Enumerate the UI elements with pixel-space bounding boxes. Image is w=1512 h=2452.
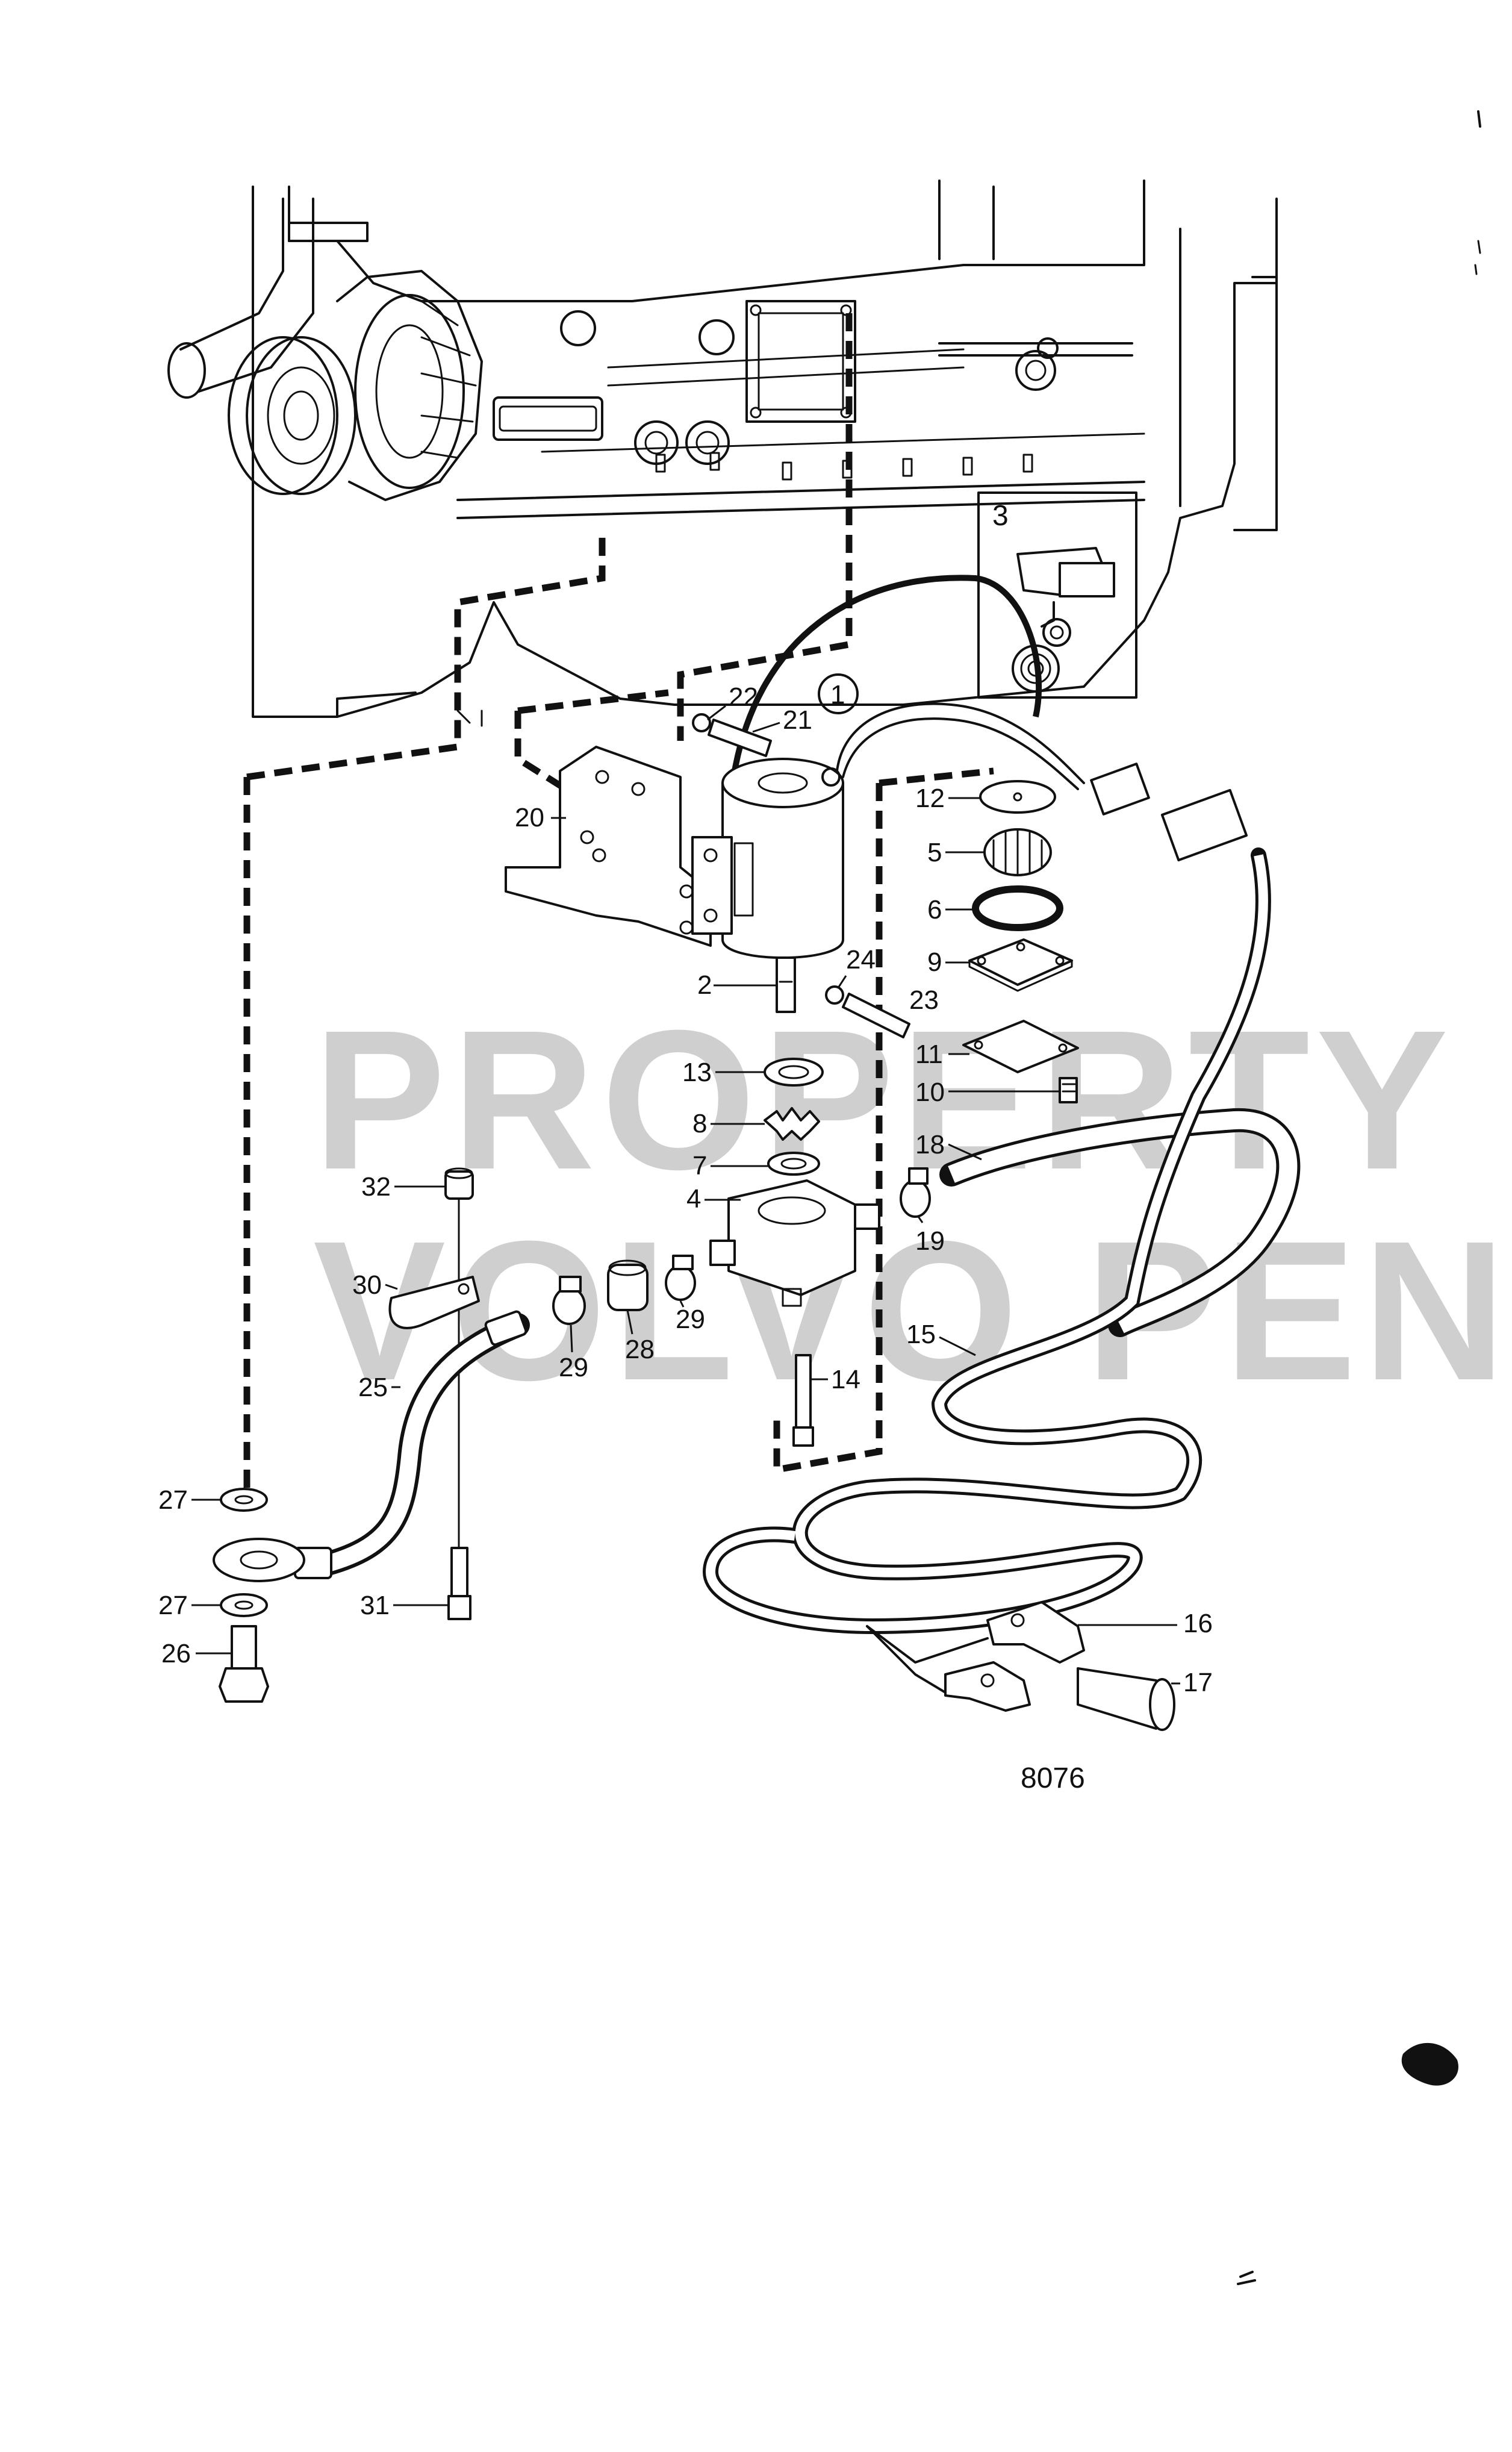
impeller-5 <box>983 828 1052 876</box>
callouts: 2 4 5 6 7 8 9 10 11 12 13 14 <box>158 682 1213 1697</box>
callout-32: 32 <box>361 1172 391 1202</box>
callout-18: 18 <box>915 1130 945 1159</box>
crank-pulley <box>228 336 356 495</box>
wiring-harness-15-inner <box>705 854 1268 1632</box>
callout-29-left: 29 <box>559 1353 588 1382</box>
watermark-line-2: VOLVO PENTA <box>313 1199 1512 1421</box>
inset-label: 3 <box>992 500 1009 532</box>
callout-19: 19 <box>915 1226 945 1256</box>
union-screw-26 <box>219 1625 269 1703</box>
callout-10: 10 <box>915 1078 945 1107</box>
callout-31: 31 <box>360 1591 390 1620</box>
motor-lead-wire <box>836 702 1085 784</box>
callout-4: 4 <box>686 1184 701 1214</box>
water-outlet-elbow <box>167 198 369 399</box>
callout-23: 23 <box>909 985 939 1015</box>
cover-plate-9 <box>968 938 1073 992</box>
mounting-bracket <box>505 746 712 947</box>
callout-27-upper: 27 <box>158 1485 188 1515</box>
hose-clamp-19 <box>900 1167 931 1218</box>
o-ring-6 <box>972 885 1063 931</box>
engine-block <box>167 179 1278 727</box>
hose-25-inner <box>317 1317 521 1574</box>
rubber-cap-17 <box>1077 1667 1175 1731</box>
figure-number: 8076 <box>1021 1762 1085 1794</box>
alternator <box>336 270 483 501</box>
seal-7 <box>767 1152 820 1176</box>
banjo-fitting <box>213 1538 305 1582</box>
callout-15: 15 <box>906 1320 936 1349</box>
watermark: PROPERTY OF VOLVO PENTA <box>313 988 1512 1421</box>
callout-27-lower: 27 <box>158 1591 188 1620</box>
callout-28: 28 <box>625 1335 655 1364</box>
tube-28 <box>607 1259 649 1311</box>
callout-20: 20 <box>515 803 544 832</box>
callout-16: 16 <box>1183 1609 1213 1638</box>
callout-11: 11 <box>915 1040 943 1069</box>
dashed-routing-lines <box>243 313 994 1488</box>
inset-box-brush-kit: 3 <box>977 491 1137 699</box>
cable-terminals-16 <box>866 1601 1085 1712</box>
callout-29-right: 29 <box>676 1305 705 1334</box>
pump-housing-4 <box>709 1179 880 1307</box>
hose-clamp-29-right <box>665 1255 696 1301</box>
washer-12 <box>979 780 1056 814</box>
callout-5: 5 <box>927 838 942 867</box>
callout-24: 24 <box>846 945 876 975</box>
callout-17: 17 <box>1183 1668 1213 1697</box>
gasket-11 <box>962 1020 1079 1073</box>
pump-motor <box>691 758 844 1013</box>
solid-routing-loop <box>732 575 1042 772</box>
lock-ring-8 <box>764 1107 820 1141</box>
sealing-washer-27-lower <box>220 1593 268 1617</box>
circled-reference-1: 1 <box>818 673 859 714</box>
manifold-studs <box>655 452 1033 481</box>
callout-21: 21 <box>783 705 812 735</box>
hose-18-inner <box>948 1111 1298 1334</box>
screw-14 <box>792 1354 814 1447</box>
plug-connectors <box>1090 763 1248 862</box>
hose-clamp-29-left <box>552 1276 586 1325</box>
callout-6: 6 <box>927 895 942 925</box>
callout-14: 14 <box>831 1365 860 1394</box>
callout-30: 30 <box>352 1270 382 1300</box>
seal-13 <box>764 1058 824 1087</box>
callout-13: 13 <box>682 1058 712 1087</box>
screw-31 <box>447 1547 471 1620</box>
circled-label: 1 <box>830 680 845 710</box>
sealing-washer-27-upper <box>220 1488 268 1512</box>
bolt-21-and-washer-22 <box>692 713 772 757</box>
scan-artifacts <box>1237 110 1481 2285</box>
callout-26: 26 <box>161 1639 191 1668</box>
callout-7: 7 <box>692 1151 707 1181</box>
screw-10 <box>1059 1077 1078 1103</box>
callout-25: 25 <box>358 1373 388 1402</box>
callout-2: 2 <box>697 970 712 1000</box>
clip-30 <box>388 1276 480 1329</box>
callout-8: 8 <box>692 1109 707 1138</box>
bolt-23-and-washer-24 <box>825 985 910 1038</box>
callout-22: 22 <box>729 682 758 712</box>
callout-9: 9 <box>927 947 942 977</box>
callout-12: 12 <box>915 784 945 813</box>
spacer-32 <box>444 1167 474 1200</box>
